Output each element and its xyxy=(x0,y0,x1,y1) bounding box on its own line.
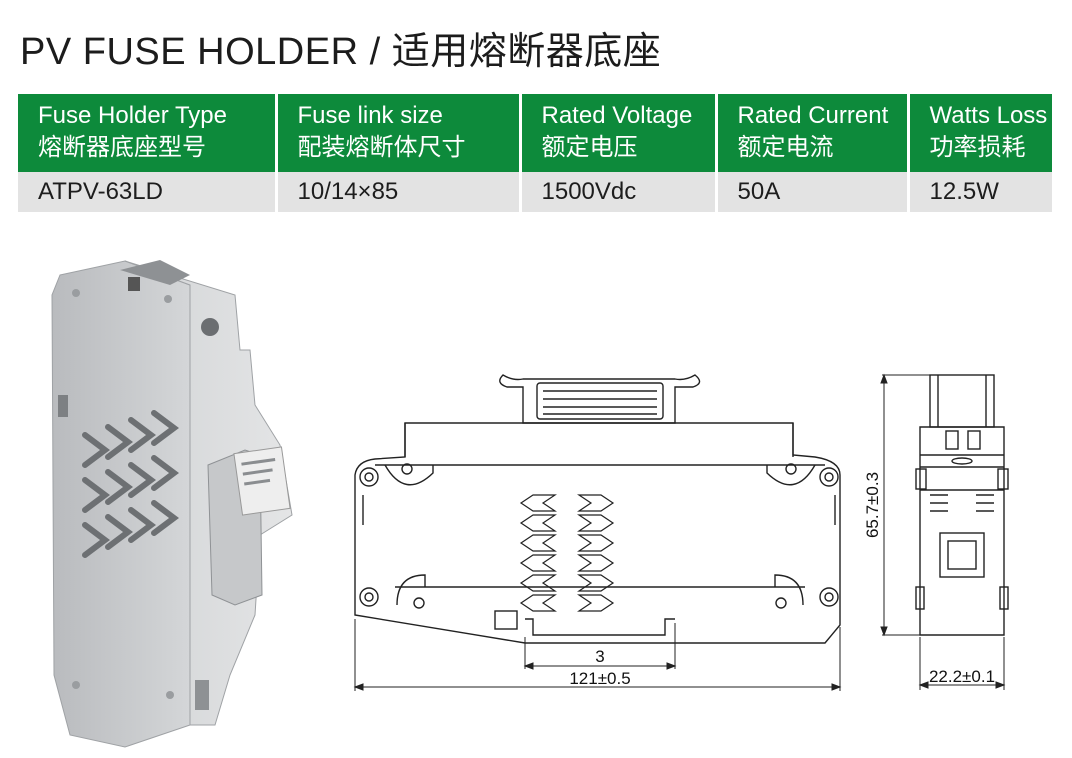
cell-voltage: 1500Vdc xyxy=(518,172,716,212)
product-photo xyxy=(51,260,293,748)
side-view-drawing: 65.7±0.3 22.2±0.1 xyxy=(863,373,1009,690)
width-dimension-label: 121±0.5 xyxy=(569,669,630,688)
cell-size: 10/14×85 xyxy=(274,172,520,212)
front-view-drawing: 3 121±0.5 xyxy=(353,374,842,691)
page-title: PV FUSE HOLDER / 适用熔断器底座 xyxy=(20,31,662,73)
cell-current: 50A xyxy=(714,172,908,212)
cell-type: ATPV-63LD xyxy=(18,172,276,212)
slot-dimension-label: 3 xyxy=(595,647,604,666)
spec-data-row: ATPV-63LD 10/14×85 1500Vdc 50A 12.5W xyxy=(18,172,1052,212)
height-dimension-label: 65.7±0.3 xyxy=(863,472,882,538)
cell-watts: 12.5W xyxy=(906,172,1052,212)
depth-dimension-label: 22.2±0.1 xyxy=(929,667,995,686)
